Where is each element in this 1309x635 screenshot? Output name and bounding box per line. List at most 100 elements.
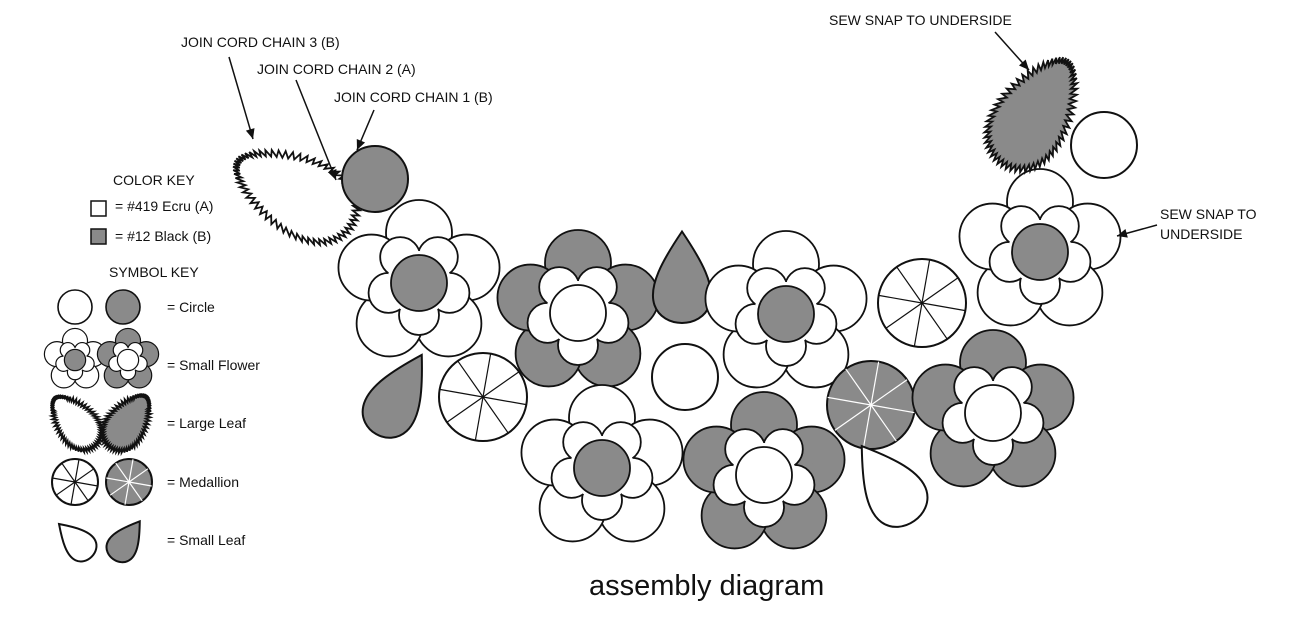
medallion-spoke bbox=[106, 477, 130, 483]
medallion bbox=[51, 458, 99, 506]
medallion-spoke bbox=[482, 353, 492, 398]
medallion-spoke bbox=[55, 481, 76, 496]
label-join-cord-chain-2: JOIN CORD CHAIN 2 (A) bbox=[257, 61, 416, 77]
small-flower bbox=[337, 199, 501, 358]
medallion-spoke bbox=[474, 396, 484, 441]
medallion bbox=[826, 360, 916, 450]
medallion-spoke bbox=[61, 462, 76, 483]
small-flower bbox=[682, 391, 846, 550]
medallion-spoke bbox=[128, 481, 143, 502]
medallion-spoke bbox=[115, 462, 130, 483]
medallion-spoke bbox=[870, 361, 880, 406]
medallion-spoke bbox=[921, 302, 966, 312]
flower-center bbox=[390, 254, 448, 312]
flower-center bbox=[573, 439, 631, 497]
arrow-head bbox=[328, 169, 337, 180]
symbol-key-title: SYMBOL KEY bbox=[109, 264, 199, 280]
label-sew-snap-top: SEW SNAP TO UNDERSIDE bbox=[829, 12, 1012, 28]
medallion bbox=[105, 458, 153, 506]
color-key-ecru-label: = #419 Ecru (A) bbox=[115, 198, 214, 214]
medallion-spoke bbox=[482, 396, 527, 406]
small-flower bbox=[43, 327, 107, 389]
arrow-chain-1 bbox=[356, 109, 375, 151]
medallion-spoke bbox=[896, 266, 923, 304]
annotation-arrows bbox=[228, 31, 1158, 238]
medallion-spoke bbox=[70, 481, 76, 505]
medallion-spoke bbox=[834, 404, 872, 431]
circle-piece bbox=[1070, 111, 1138, 179]
large-leaf bbox=[232, 147, 363, 248]
medallion-spoke bbox=[457, 360, 484, 398]
symbol-key-small-flower-label: = Small Flower bbox=[167, 357, 260, 373]
arrow-chain-3 bbox=[228, 56, 255, 140]
flower-center bbox=[116, 348, 140, 372]
large-leaf bbox=[48, 394, 107, 456]
arrow-shaft bbox=[295, 79, 337, 181]
flower-center bbox=[757, 285, 815, 343]
small-flower bbox=[96, 327, 160, 389]
medallion-spoke bbox=[482, 371, 520, 398]
medallion-spoke bbox=[52, 477, 76, 483]
arrow-sew-snap-top bbox=[994, 31, 1030, 71]
small-leaf bbox=[361, 353, 423, 439]
arrow-head bbox=[356, 139, 366, 150]
symbol-key-large-leaf-label: = Large Leaf bbox=[167, 415, 247, 431]
arrow-head bbox=[245, 128, 255, 139]
medallion-spoke bbox=[878, 294, 923, 304]
medallion-spoke bbox=[921, 302, 948, 340]
medallion-spoke bbox=[74, 459, 80, 483]
large-leaf bbox=[981, 56, 1081, 176]
small-leaf bbox=[860, 444, 929, 528]
medallion-spoke bbox=[74, 481, 89, 502]
medallion-spoke bbox=[128, 481, 152, 487]
medallion-spoke bbox=[870, 379, 908, 406]
medallion-spoke bbox=[124, 481, 130, 505]
flower-center bbox=[735, 446, 793, 504]
medallion-spoke bbox=[870, 404, 915, 414]
symbol-key-small-leaf-label: = Small Leaf bbox=[167, 532, 246, 548]
arrow-chain-2 bbox=[295, 79, 337, 181]
symbol-key-medallion-label: = Medallion bbox=[167, 474, 239, 490]
medallion-spoke bbox=[921, 277, 959, 304]
medallion-spoke bbox=[845, 368, 872, 406]
arrow-head bbox=[1018, 59, 1029, 70]
medallion bbox=[877, 258, 967, 348]
medallion-spoke bbox=[827, 396, 872, 406]
arrow-sew-snap-right bbox=[1116, 224, 1158, 238]
circle-piece bbox=[651, 343, 719, 411]
small-flower bbox=[520, 384, 684, 543]
necklace-pieces bbox=[232, 56, 1138, 550]
medallion-spoke bbox=[74, 468, 95, 483]
arrow-shaft bbox=[228, 56, 254, 140]
arrow-head bbox=[1117, 229, 1128, 238]
medallion-spoke bbox=[870, 404, 897, 442]
small-leaf bbox=[57, 522, 98, 563]
color-swatch-ecru bbox=[90, 200, 107, 217]
medallion-spoke bbox=[913, 302, 923, 347]
legend-symbols bbox=[43, 200, 160, 564]
small-flower bbox=[958, 168, 1122, 327]
medallion-spoke bbox=[439, 388, 484, 398]
color-swatch-black bbox=[90, 228, 107, 245]
flower-center bbox=[1011, 223, 1069, 281]
flower-center bbox=[63, 348, 87, 372]
diagram-caption: assembly diagram bbox=[589, 570, 825, 602]
medallion-spoke bbox=[109, 481, 130, 496]
color-key-black-label: = #12 Black (B) bbox=[115, 228, 212, 244]
small-flower bbox=[704, 230, 868, 389]
label-sew-snap-right-line1: SEW SNAP TO bbox=[1160, 206, 1257, 222]
medallion-spoke bbox=[862, 404, 872, 449]
circle-piece bbox=[105, 289, 141, 325]
medallion-spoke bbox=[921, 259, 931, 304]
small-leaf bbox=[105, 519, 141, 564]
small-leaf bbox=[651, 229, 713, 324]
symbol-key-circle-label: = Circle bbox=[167, 299, 215, 315]
flower-center bbox=[549, 284, 607, 342]
medallion-spoke bbox=[446, 396, 484, 423]
small-flower bbox=[911, 329, 1075, 488]
circle-piece bbox=[57, 289, 93, 325]
medallion-spoke bbox=[128, 468, 149, 483]
medallion-spoke bbox=[128, 459, 134, 483]
medallion-spoke bbox=[74, 481, 98, 487]
flower-center bbox=[964, 384, 1022, 442]
